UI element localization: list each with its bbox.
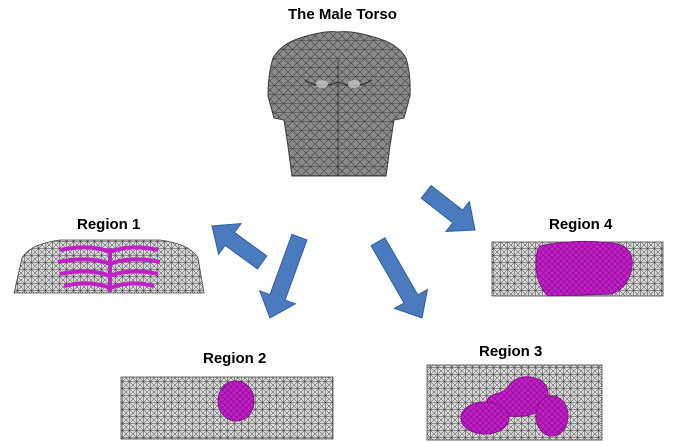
region-2-wireframe bbox=[121, 377, 333, 439]
right-kidney-shape bbox=[536, 396, 568, 436]
arrow-to-region-3 bbox=[362, 232, 439, 327]
liver-shape bbox=[536, 241, 632, 296]
heart-shape bbox=[218, 381, 254, 421]
arrow-to-region-1 bbox=[201, 211, 273, 278]
arrow-to-region-4 bbox=[414, 177, 486, 245]
left-kidney-shape bbox=[461, 402, 509, 434]
region-4-wireframe bbox=[492, 241, 663, 296]
arrow-to-region-2 bbox=[252, 231, 317, 325]
male-torso-mesh bbox=[268, 32, 410, 176]
region-3-wireframe bbox=[427, 365, 602, 440]
region-1-wireframe bbox=[14, 240, 204, 293]
